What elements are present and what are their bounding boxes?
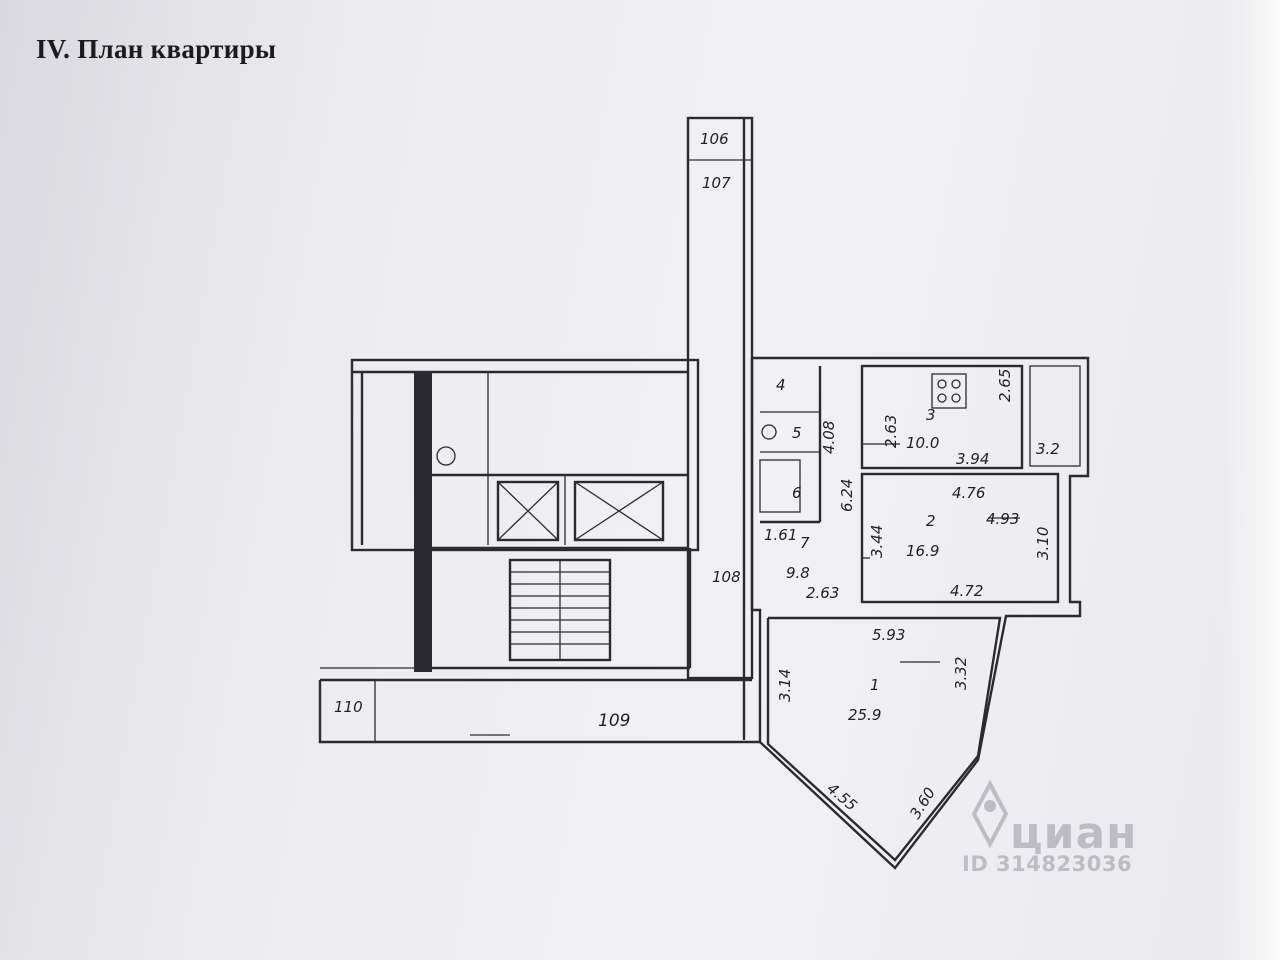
dim-4-08: 4.08 (820, 421, 838, 454)
dim-3-44: 3.44 (868, 525, 886, 558)
watermark-brand: циан (1010, 808, 1138, 859)
dim-1-61: 1.61 (764, 526, 797, 544)
dim-3-14: 3.14 (776, 669, 794, 702)
room-6-number: 6 (792, 484, 802, 502)
dim-4-76: 4.76 (952, 484, 985, 502)
room-2-number: 2 (926, 512, 936, 530)
dim-3-32: 3.32 (952, 657, 970, 690)
dim-2-63-bottom: 2.63 (806, 584, 839, 602)
room-5-number: 5 (792, 424, 802, 442)
room-1-area: 25.9 (848, 706, 881, 724)
room-2-area: 16.9 (906, 542, 939, 560)
dim-2-63-kitchen: 2.63 (882, 415, 900, 448)
dim-3-94: 3.94 (956, 450, 989, 468)
dim-6-24: 6.24 (838, 479, 856, 512)
label-109: 109 (598, 711, 630, 731)
core-block (320, 358, 700, 672)
room-1-number: 1 (870, 676, 880, 694)
watermark-id: ID 314823036 (962, 852, 1133, 876)
room-7-number: 7 (800, 534, 810, 552)
apartment-walls (750, 356, 1090, 870)
room-3-number: 3 (926, 406, 936, 424)
dim-5-93: 5.93 (872, 626, 905, 644)
dim-2-65: 2.65 (996, 369, 1014, 402)
cian-logo-icon (971, 780, 1009, 849)
balcony-label: 3.2 (1036, 440, 1060, 458)
label-110: 110 (334, 698, 363, 716)
label-107: 107 (702, 174, 731, 192)
label-108: 108 (712, 568, 741, 586)
paper-edge (1220, 0, 1280, 960)
dim-4-72: 4.72 (950, 582, 983, 600)
dim-4-55: 4.55 (823, 779, 860, 814)
corridor (318, 678, 760, 744)
document-title: IV. План квартиры (36, 34, 277, 64)
room-4-number: 4 (776, 376, 786, 394)
dim-4-93: 4.93 (986, 510, 1019, 528)
label-106: 106 (700, 130, 729, 148)
dim-3-10: 3.10 (1034, 527, 1052, 560)
room-3-area: 10.0 (906, 434, 939, 452)
room-7-area: 9.8 (786, 564, 810, 582)
